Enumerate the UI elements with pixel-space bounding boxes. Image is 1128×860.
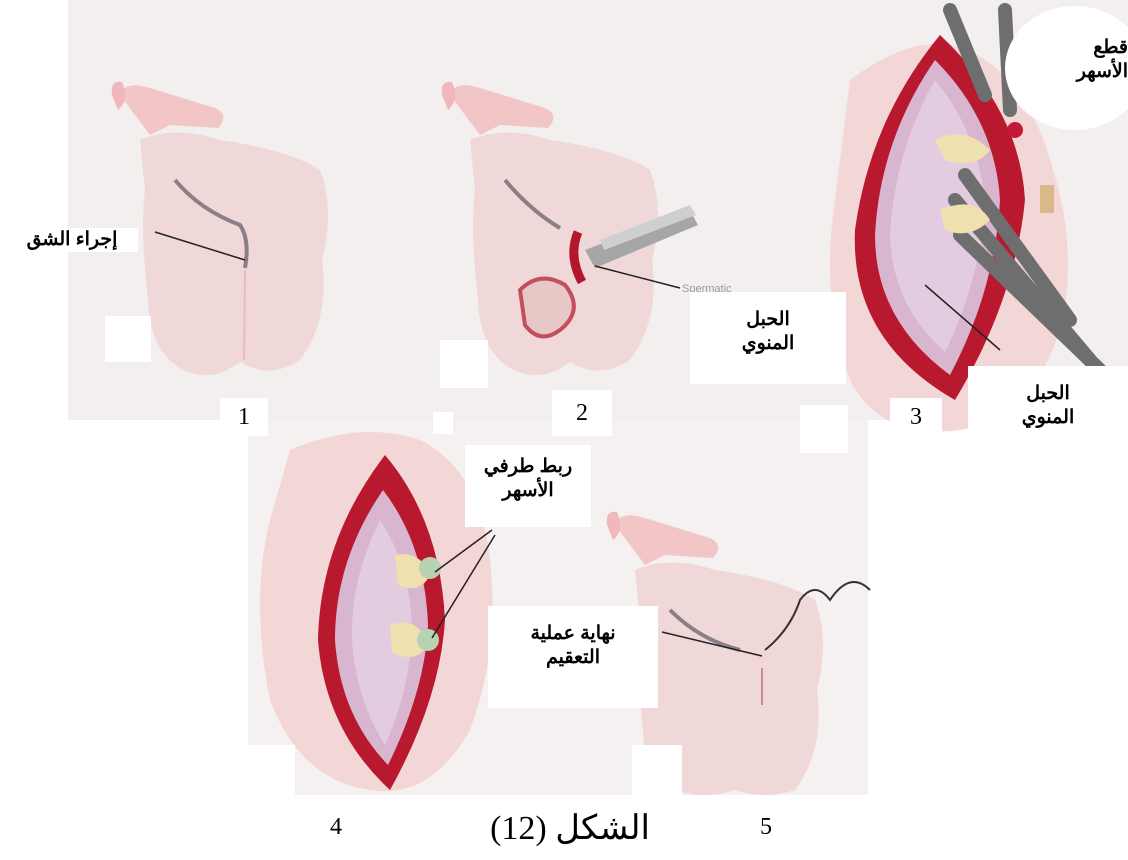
cover-box [800,405,848,453]
step-1-number: 1 [220,398,268,436]
step-1-label: إجراء الشق [6,228,138,252]
step-5-label: نهاية عملية التعقيم [488,606,658,708]
figure-caption: الشكل (12) [480,808,660,848]
step-3-cord-label-line2: المنوي [968,406,1128,430]
step-3-cut-label: قطع الأسهر [1062,36,1128,84]
step-3-cut-label-line1: قطع [1062,36,1128,60]
step-3-cord-label-line1: الحبل [968,382,1128,406]
step-4-label-line1: ربط طرفي [465,455,591,479]
cover-box [433,412,453,434]
step-4-number: 4 [330,814,342,841]
step-2-label-line2: المنوي [690,332,846,356]
cover-box [632,745,682,795]
step-4-label: ربط طرفي الأسهر [465,445,591,527]
step-5-label-line2: التعقيم [488,646,658,670]
cover-box [245,745,295,795]
step-2-label: الحبل المنوي [690,292,846,384]
step-3-cord-label: الحبل المنوي [968,366,1128,482]
step-3-cut-label-line2: الأسهر [1062,60,1128,84]
step-4-label-line2: الأسهر [465,479,591,503]
cover-box [105,316,151,362]
step-2-number: 2 [552,390,612,436]
cover-box [440,340,488,388]
step-5-label-line1: نهاية عملية [488,622,658,646]
step-2-label-line1: الحبل [690,308,846,332]
step-3-number: 3 [890,398,942,436]
step-5-number: 5 [760,814,772,841]
step-4-illustration [260,432,495,791]
